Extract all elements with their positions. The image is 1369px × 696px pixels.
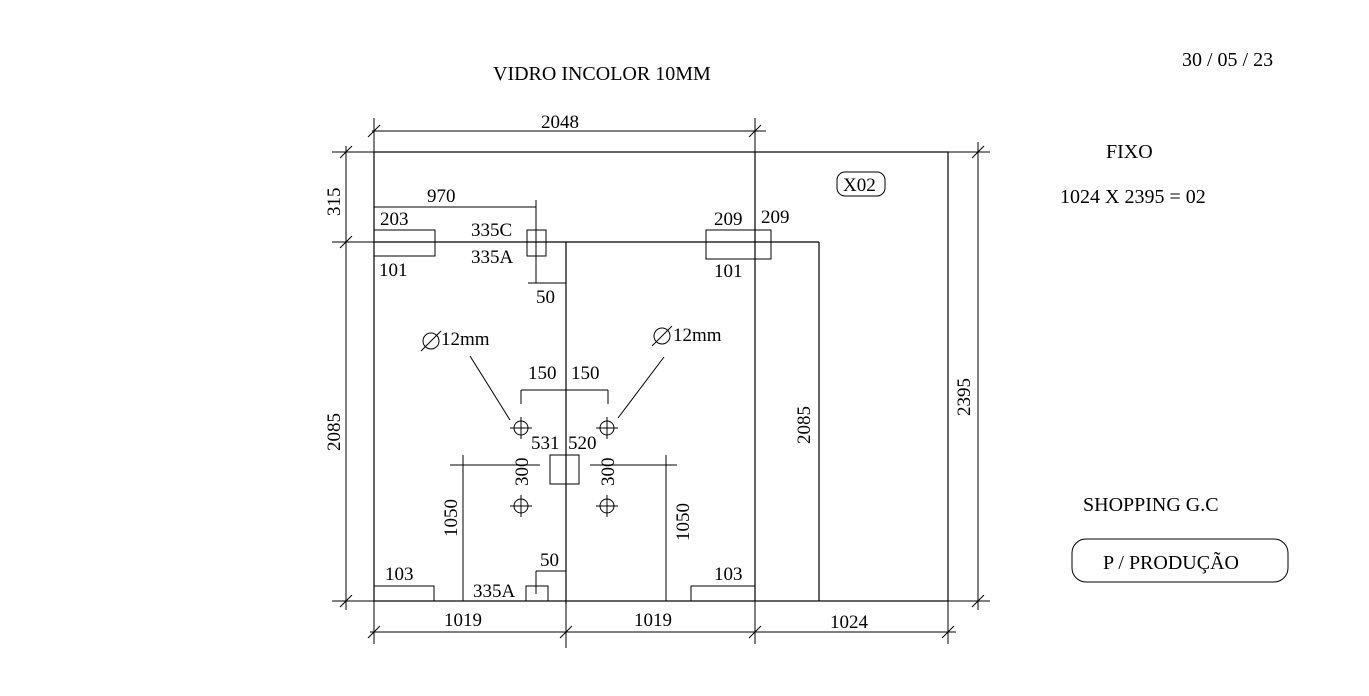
dim-tick [748, 625, 762, 639]
dim-2048: 2048 [541, 112, 579, 133]
dim-tick [941, 625, 955, 639]
fitting-335a-top: 335A [471, 247, 514, 268]
dim-2085-inner: 2085 [794, 406, 815, 444]
dim-1019-left: 1019 [444, 610, 482, 631]
hole-top-right [596, 417, 618, 439]
hole-bottom-right [596, 495, 618, 517]
dim-1019-mid: 1019 [634, 610, 672, 631]
dim-tick [367, 625, 381, 639]
diameter-icon [653, 327, 671, 345]
dim-tick [339, 594, 353, 608]
tag-box [836, 171, 886, 197]
dim-300-right: 300 [598, 458, 619, 487]
dim-1050-right: 1050 [673, 503, 694, 541]
dim-tick [339, 235, 353, 249]
production-stamp-label: P / PRODUÇÃO [1103, 550, 1239, 574]
dim-tick [748, 124, 762, 138]
dim-50-bottom: 50 [540, 550, 559, 571]
hole-right-diameter: 12mm [673, 325, 722, 346]
glass-outline [373, 151, 949, 602]
fitting-209-a: 209 [714, 209, 743, 230]
dim-50-top: 50 [536, 287, 555, 308]
fitting-520: 520 [568, 433, 597, 454]
hole-top-left [510, 417, 532, 439]
diameter-icon-slash [651, 325, 673, 347]
hole-bottom-left [510, 495, 532, 517]
material-title: VIDRO INCOLOR 10MM [493, 63, 711, 85]
dim-1050-left: 1050 [441, 499, 462, 537]
fitting-335-box [526, 229, 547, 257]
fitting-101-right: 101 [714, 261, 743, 282]
hole-left-diameter: 12mm [441, 329, 490, 350]
production-stamp-box [1071, 538, 1289, 583]
handle-fitting-box [549, 454, 580, 485]
fitting-203-box [373, 229, 436, 257]
dim-1024: 1024 [830, 612, 869, 633]
fitting-531: 531 [531, 433, 560, 454]
dim-tick [971, 594, 985, 608]
fitting-335a-bottom: 335A [473, 581, 516, 602]
fitting-103-right: 103 [714, 564, 743, 585]
diameter-icon-slash [420, 330, 442, 352]
type-label: FIXO [1106, 141, 1153, 163]
fitting-101-left: 101 [379, 260, 408, 281]
dim-tick [971, 145, 985, 159]
fitting-209-b: 209 [761, 207, 790, 228]
fitting-335c: 335C [471, 220, 512, 241]
date-label: 30 / 05 / 23 [1182, 49, 1273, 71]
fitting-103-right-box [690, 585, 756, 602]
fitting-103-left-box [373, 585, 435, 602]
dim-150-left: 150 [528, 363, 557, 384]
fitting-103-left: 103 [385, 564, 414, 585]
dim-2395: 2395 [954, 378, 975, 416]
dim-970: 970 [427, 186, 456, 207]
dim-tick [339, 145, 353, 159]
hole-left-leader [469, 355, 511, 421]
hole-right-leader [617, 356, 665, 419]
fitting-209-box [705, 229, 772, 260]
dim-150-right: 150 [571, 363, 600, 384]
spec-label: 1024 X 2395 = 02 [1060, 186, 1206, 208]
dim-315: 315 [324, 188, 345, 217]
dim-300-left: 300 [512, 458, 533, 487]
dim-tick [559, 625, 573, 639]
dim-2085-left: 2085 [324, 413, 345, 451]
tag-x02: X02 [843, 175, 876, 196]
client-label: SHOPPING G.C [1083, 494, 1219, 516]
dim-tick [367, 124, 381, 138]
fitting-203: 203 [380, 209, 409, 230]
fitting-335a-bottom-box [525, 585, 549, 602]
diameter-icon [422, 332, 440, 350]
